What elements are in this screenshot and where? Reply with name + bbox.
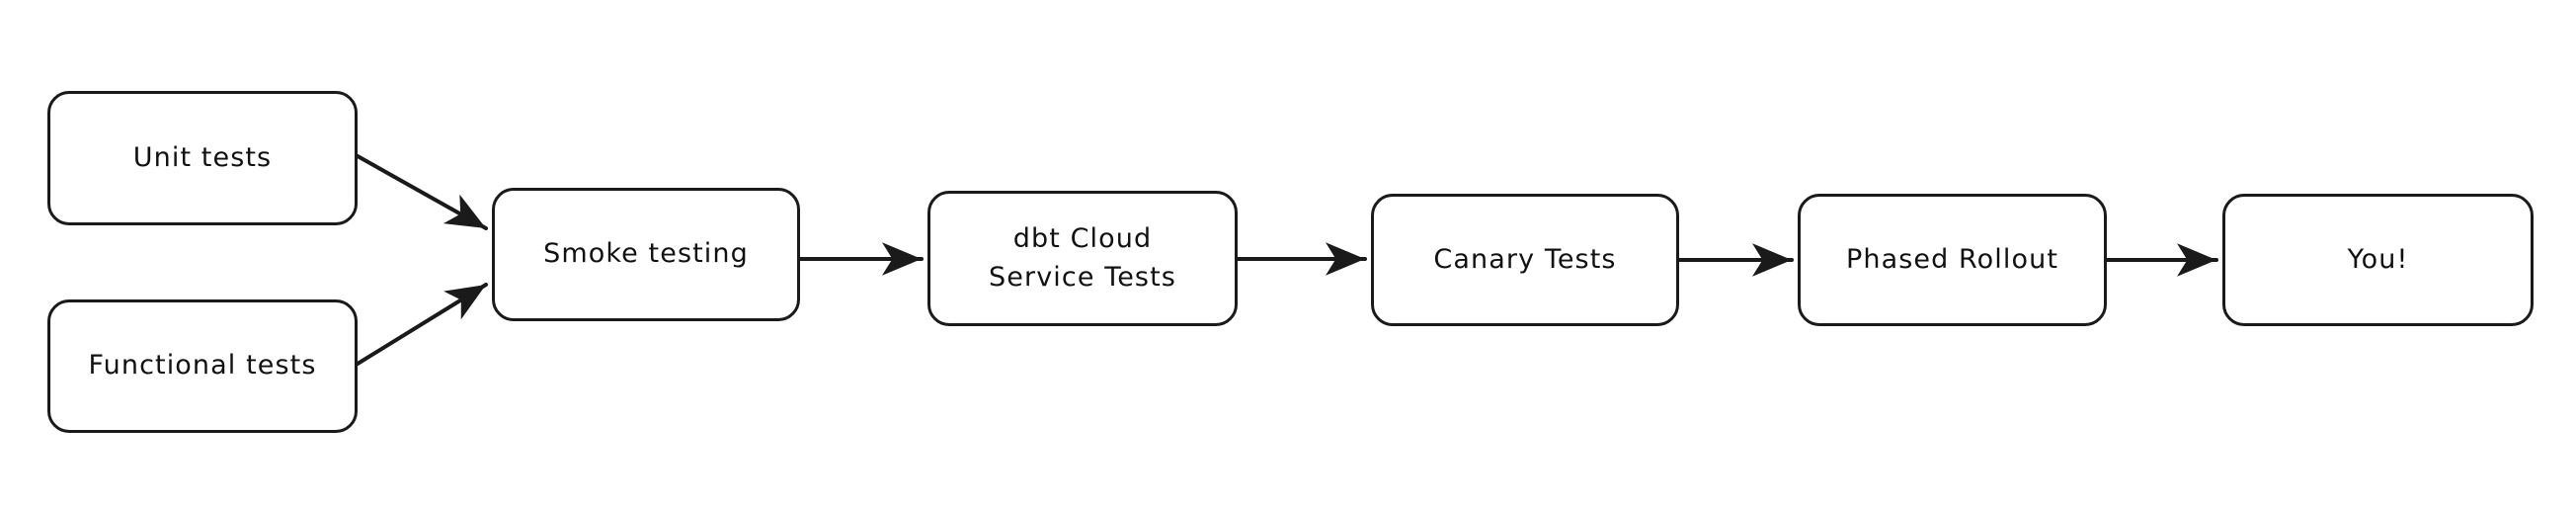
node-phased-rollout[interactable]: Phased Rollout [1798,194,2107,326]
node-you-label: You! [2347,243,2409,275]
node-functional-tests-label: Functional tests [88,350,317,382]
node-unit-tests-label: Unit tests [132,141,273,173]
edge-functional-to-smoke [356,283,488,366]
node-functional-tests[interactable]: Functional tests [47,299,358,433]
node-smoke-testing[interactable]: Smoke testing [492,188,800,321]
node-smoke-testing-label: Smoke testing [543,238,749,270]
node-dbt-cloud-service-tests-label: dbt Cloud Service Tests [989,223,1176,293]
node-unit-tests[interactable]: Unit tests [47,91,358,225]
node-dbt-cloud-service-tests[interactable]: dbt Cloud Service Tests [927,191,1238,326]
node-canary-tests[interactable]: Canary Tests [1371,194,1679,326]
node-you[interactable]: You! [2222,194,2534,326]
edge-unit-to-smoke [356,154,488,230]
node-canary-tests-label: Canary Tests [1433,243,1617,275]
node-phased-rollout-label: Phased Rollout [1845,243,2059,275]
